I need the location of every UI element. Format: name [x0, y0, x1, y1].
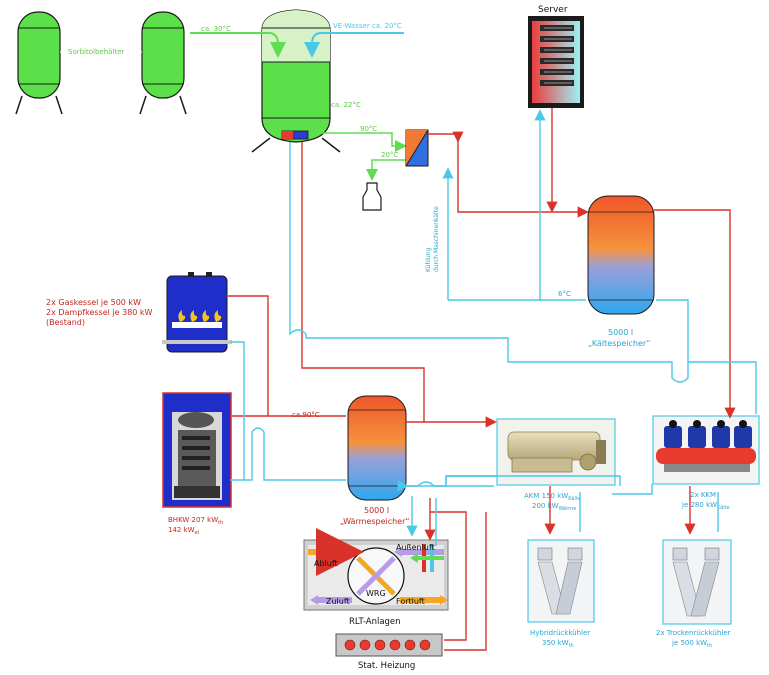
akm-line1: AKM 150 kWKälte	[524, 492, 581, 502]
temp-6-label: 6°C	[558, 290, 571, 298]
sorbitol-label: Sorbitolbehälter	[68, 48, 124, 56]
temp-ca90-label: ca.90°C	[292, 411, 320, 419]
kessel-line3: (Bestand)	[46, 318, 85, 327]
waermespeicher-name: „Wärmespeicher“	[340, 517, 410, 526]
temp-90-label: 90°C	[360, 125, 377, 133]
akm-machine-panel	[496, 418, 616, 486]
product-flask	[362, 182, 382, 211]
hybrid-line2: 350 kWth	[542, 639, 574, 649]
rlt-aussenluft: Außenluft	[396, 543, 435, 552]
server-rack	[528, 16, 584, 108]
static-heating-unit	[335, 633, 443, 657]
bhkw-unit	[162, 392, 232, 508]
akm-line2: 200 kWWärme	[532, 502, 576, 512]
heat-exchanger	[405, 129, 429, 167]
temp-20-label: 20°C	[381, 151, 398, 159]
kaeltespeicher-name: „Kältespeicher“	[588, 339, 650, 348]
kaeltespeicher-tank	[587, 195, 655, 315]
ve-wasser-label: VE-Wasser ca. 20°C	[333, 22, 402, 30]
waermespeicher-volume: 5000 l	[364, 506, 389, 515]
green-20-line	[366, 159, 406, 181]
kessel-line2: 2x Dampfkessel je 380 kW	[46, 308, 153, 317]
temp-30-label: ca. 30°C	[201, 25, 231, 33]
gas-boiler	[162, 272, 232, 353]
green-90-line	[310, 132, 407, 152]
kkm-line1: 2x KKM	[690, 491, 716, 499]
reactor-tank	[251, 9, 341, 153]
temp-22-label: ca. 22°C	[331, 101, 361, 109]
hybrid-line1: Hybridrückkühler	[530, 629, 590, 637]
kuehlung-label: Kühlung	[425, 247, 432, 272]
hybrid-cooler-panel	[527, 539, 595, 623]
bhkw-th-label: BHKW 207 kWth	[168, 516, 223, 526]
kkm-line2: je 280 kWKälte	[681, 501, 730, 511]
maschinenkaelte-label: durch Maschinenkälte	[433, 206, 440, 272]
rlt-unit	[303, 528, 449, 611]
rlt-abluft: Abluft	[314, 559, 338, 568]
cold-water-pipes	[230, 109, 757, 546]
trocken-cooler-panel	[662, 539, 732, 625]
trocken-line1: 2x Trockenrückkühler	[656, 629, 731, 637]
sorbitol-inflow	[190, 32, 286, 58]
kessel-line1: 2x Gaskessel je 500 kW	[46, 298, 141, 307]
rlt-fortluft: Fortluft	[396, 597, 425, 606]
kkm-machine-panel	[652, 415, 760, 485]
rlt-zuluft: Zuluft	[326, 597, 350, 606]
rlt-title: RLT-Anlagen	[349, 617, 401, 627]
sorbitol-tank-1	[15, 11, 63, 115]
hot-water-pipes	[228, 108, 736, 651]
server-label: Server	[538, 5, 568, 15]
sorbitol-tank-2	[139, 11, 187, 115]
heizung-label: Stat. Heizung	[358, 661, 415, 671]
bhkw-el-label: 142 kWel	[168, 526, 199, 536]
waermespeicher-tank	[347, 395, 407, 501]
trocken-line2: je 500 kWth	[671, 639, 712, 649]
rlt-wrg: WRG	[366, 589, 386, 598]
kaeltespeicher-volume: 5000 l	[608, 328, 633, 337]
ve-wasser-inflow	[304, 32, 404, 58]
